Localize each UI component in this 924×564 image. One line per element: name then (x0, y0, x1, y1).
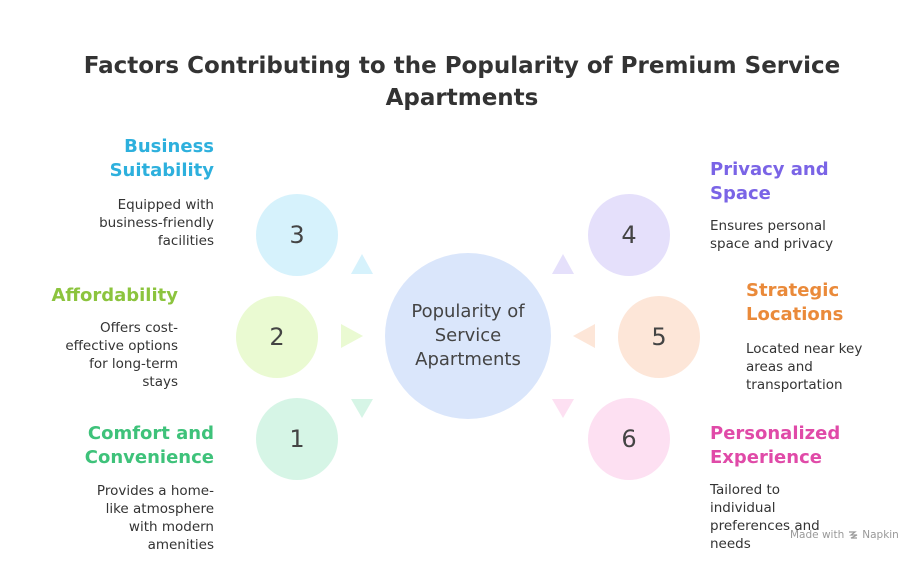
center-label: Popularity of Service Apartments (411, 301, 525, 370)
factor-desc-3: Equipped with business-friendly faciliti… (99, 197, 214, 249)
factor-number: 6 (621, 425, 637, 453)
diagram-title: Factors Contributing to the Popularity o… (83, 53, 841, 111)
factor-number: 2 (269, 323, 285, 351)
factor-circle-2: 2 (236, 296, 318, 378)
factor-heading-6: Personalized Experience (710, 423, 841, 468)
arrow-4 (552, 254, 574, 274)
made-with-napkin[interactable]: Made with Napkin (790, 529, 899, 541)
factor-desc-6: Tailored to individual preferences and n… (710, 482, 820, 552)
arrow-2 (341, 324, 363, 348)
factor-desc-4: Ensures personal space and privacy (710, 218, 834, 252)
arrow-1 (351, 399, 373, 418)
factor-desc-1: Provides a home- like atmosphere with mo… (96, 483, 214, 553)
factor-circle-1: 1 (256, 398, 338, 480)
factor-heading-2: Affordability (51, 285, 178, 306)
factor-heading-1: Comfort and Convenience (84, 423, 214, 468)
factor-circle-3: 3 (256, 194, 338, 276)
arrow-3 (351, 254, 373, 274)
factor-circle-5: 5 (618, 296, 700, 378)
arrow-6 (552, 399, 574, 418)
factor-circle-6: 6 (588, 398, 670, 480)
factor-number: 1 (289, 425, 305, 453)
arrow-5 (573, 324, 595, 348)
napkin-logo-icon (849, 531, 858, 539)
factor-heading-4: Privacy and Space (710, 159, 829, 204)
factor-circle-4: 4 (588, 194, 670, 276)
factor-desc-5: Located near key areas and transportatio… (746, 341, 863, 393)
factor-number: 3 (289, 221, 305, 249)
factor-number: 4 (621, 221, 637, 249)
factor-number: 5 (651, 323, 667, 351)
factor-heading-3: Business Suitability (109, 136, 214, 181)
factor-heading-5: Strategic Locations (746, 280, 844, 325)
factor-desc-2: Offers cost- effective options for long-… (65, 320, 178, 390)
center-circle: Popularity of Service Apartments (385, 253, 551, 419)
